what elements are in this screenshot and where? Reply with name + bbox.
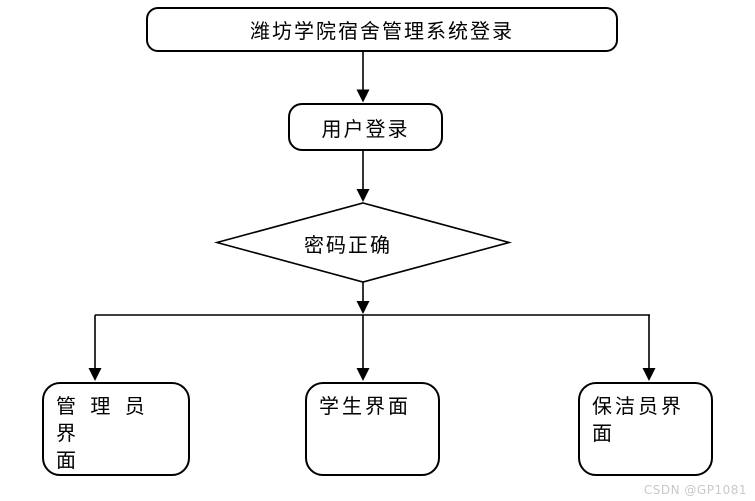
- csdn-watermark: CSDN @GP1081: [643, 483, 747, 497]
- cleaner-interface-label-line1: 保洁员界: [592, 394, 684, 418]
- student-interface-label: 学生界面: [319, 394, 411, 418]
- arrowhead-student: [356, 368, 370, 381]
- cleaner-interface-label-line2: 面: [592, 421, 615, 445]
- arrowhead-decision: [356, 189, 370, 202]
- admin-interface-label-line2: 面: [56, 448, 77, 472]
- start-node: 潍坊学院宿舍管理系统登录: [146, 7, 618, 52]
- arrowhead-cleaner: [642, 368, 656, 381]
- login-node: 用户登录: [288, 103, 443, 151]
- arrowhead-admin: [88, 368, 102, 381]
- admin-interface-node: 管 理 员 界 面: [42, 382, 190, 476]
- student-interface-node: 学生界面: [305, 382, 440, 476]
- cleaner-interface-node: 保洁员界 面: [578, 382, 713, 476]
- arrowhead-branch-junction: [356, 301, 370, 314]
- login-node-label: 用户登录: [321, 116, 410, 141]
- decision-node-label: 密码正确: [304, 233, 392, 257]
- admin-interface-label-line1: 管 理 员 界: [56, 394, 146, 445]
- start-node-label: 潍坊学院宿舍管理系统登录: [250, 19, 514, 43]
- arrowhead-login: [356, 89, 370, 103]
